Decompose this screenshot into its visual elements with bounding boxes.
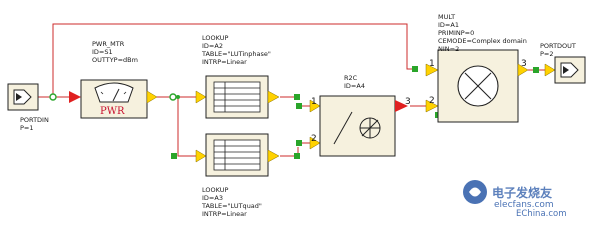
mult-pin-3: 3: [521, 59, 527, 69]
wire-split: [172, 96, 196, 157]
pwr-mtr-label-1: PWR_MTR: [92, 40, 125, 48]
watermark-site: EChina.com: [516, 209, 567, 219]
lookup-a2-block[interactable]: [195, 75, 280, 119]
node-a3-in: [171, 153, 177, 159]
table-icon: [213, 139, 261, 171]
arrow-yellow-out: [517, 63, 529, 77]
arrow-red-out: [395, 100, 408, 112]
lookup-a3-label-3: TABLE="LUTquad": [201, 202, 262, 210]
arrow-yellow-out: [267, 149, 280, 163]
node-mult-in1: [412, 66, 418, 72]
arrow-yellow-in-2: [425, 99, 439, 113]
pwr-mtr-label-3: OUTTYP=dBm: [92, 56, 138, 64]
lookup-a3-block[interactable]: [171, 133, 280, 177]
block-diagram: PORTDIN P=1 PWR PWR_MTR ID=S1 OUTTYP=dBm: [7, 13, 586, 219]
r2c-pin-3: 3: [405, 97, 411, 107]
arrow-yellow-in-1: [425, 63, 439, 77]
mult-label-4: CEMODE=Complex domain: [438, 37, 527, 45]
portdin-block[interactable]: [7, 83, 57, 111]
arrow-yellow-in: [195, 149, 207, 163]
node-a3-r2c: [296, 140, 302, 146]
portdout-label-2: P=2: [540, 50, 554, 58]
pwr-mtr-label-2: ID=S1: [92, 48, 113, 56]
lookup-a2-label-2: ID=A2: [202, 42, 223, 50]
mult-block[interactable]: [412, 49, 539, 123]
node-a3-out: [294, 153, 300, 159]
mult-label-2: ID=A1: [438, 21, 459, 29]
lookup-a2-label-4: INTRP=Linear: [202, 58, 247, 66]
wire-top-feed: [52, 23, 416, 97]
arrow-yellow-in: [195, 90, 207, 104]
mult-label-5: NIN=2: [438, 45, 459, 53]
mult-pin-1: 1: [429, 59, 435, 69]
port-arrow-icon: [560, 62, 579, 78]
arrow-yellow-in-1: [309, 99, 321, 113]
port-arrow-icon: [13, 89, 32, 105]
watermark-en: elecfans.com: [494, 200, 554, 210]
arrow-yellow-out: [146, 90, 158, 104]
r2c-label-1: R2C: [344, 74, 358, 82]
schematic-canvas: PORTDIN P=1 PWR PWR_MTR ID=S1 OUTTYP=dBm: [7, 13, 586, 219]
r2c-block[interactable]: [309, 95, 408, 157]
portdin-label-2: P=1: [20, 124, 34, 132]
pwr-glyph: PWR: [100, 106, 125, 117]
lookup-a3-label-1: LOOKUP: [202, 186, 228, 194]
node-a2-r2c: [296, 103, 302, 109]
lookup-a2-label-3: TABLE="LUTinphase": [201, 50, 271, 58]
node-mult-out: [533, 67, 539, 73]
portdout-block[interactable]: [544, 56, 586, 84]
r2c-label-2: ID=A4: [344, 82, 365, 90]
mult-pin-2: 2: [429, 96, 435, 106]
node-a2-out: [294, 94, 300, 100]
power-meter-icon: [94, 82, 134, 103]
portdout-label-1: PORTDOUT: [540, 42, 576, 50]
table-icon: [213, 81, 261, 113]
r2c-pin-2: 2: [311, 134, 317, 144]
node-split: [176, 95, 180, 99]
arrow-yellow-in-2: [309, 136, 321, 150]
multiply-icon: [457, 65, 499, 107]
arrow-red-in: [69, 91, 81, 103]
node-pwr-out: [169, 93, 177, 101]
pwr-mtr-block[interactable]: PWR: [69, 79, 158, 119]
mult-label-3: PRIMINP=0: [438, 29, 474, 37]
rect-to-polar-icon: [333, 111, 381, 145]
portdin-label-1: PORTDIN: [20, 116, 49, 124]
arrow-yellow-in: [544, 63, 556, 77]
node-portdin: [49, 93, 57, 101]
arrow-yellow-out: [267, 90, 280, 104]
lookup-a3-label-2: ID=A3: [202, 194, 223, 202]
lookup-a2-label-1: LOOKUP: [202, 34, 228, 42]
watermark: 电子发烧友 elecfans.com EChina.com: [463, 180, 567, 219]
r2c-pin-1: 1: [311, 97, 317, 107]
lookup-a3-label-4: INTRP=Linear: [202, 210, 247, 218]
watermark-cn: 电子发烧友: [492, 185, 552, 200]
mult-label-1: MULT: [438, 13, 455, 21]
